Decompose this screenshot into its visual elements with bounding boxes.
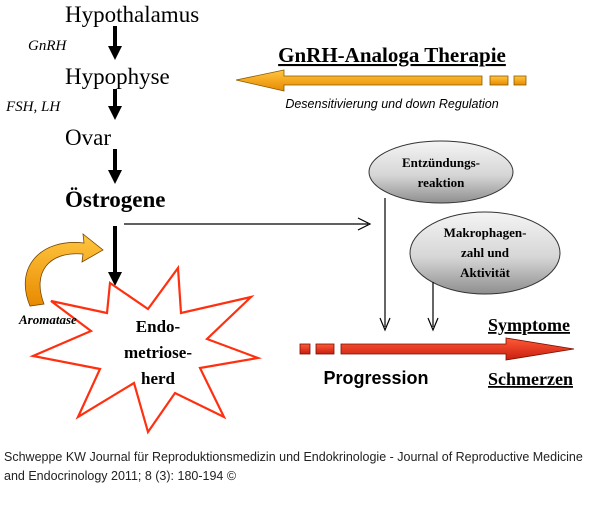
macrophage-label-line3: Aktivität bbox=[460, 265, 511, 280]
cascade-arrow-3 bbox=[108, 149, 122, 184]
ovar-label: Ovar bbox=[65, 125, 111, 150]
pain-label: Schmerzen bbox=[488, 369, 573, 389]
lesion-label-line3: herd bbox=[141, 369, 176, 388]
endometriosis-lesion-star bbox=[29, 264, 263, 435]
progression-label: Progression bbox=[323, 368, 428, 388]
aromatase-label: Aromatase bbox=[18, 312, 77, 327]
oestrogene-effect-arrow bbox=[124, 217, 372, 231]
hypophyse-label: Hypophyse bbox=[65, 64, 170, 89]
gnrh-label: GnRH bbox=[28, 38, 67, 54]
cascade-arrow-4 bbox=[108, 226, 122, 286]
inflammation-bubble bbox=[368, 140, 514, 204]
inflammation-label-line1: Entzündungs- bbox=[402, 155, 480, 170]
macrophage-down-arrow bbox=[427, 282, 439, 332]
inflammation-down-arrow bbox=[379, 198, 391, 332]
endometriosis-pathway-diagram: Hypothalamus GnRH Hypophyse FSH, LH Ovar… bbox=[5, 2, 575, 435]
hypothalamus-label: Hypothalamus bbox=[65, 2, 199, 27]
inflammation-label-line2: reaktion bbox=[418, 175, 465, 190]
aromatase-curved-arrow bbox=[24, 233, 104, 307]
therapy-subtitle: Desensitivierung und down Regulation bbox=[285, 97, 498, 111]
macrophage-bubble bbox=[409, 211, 561, 295]
therapy-title: GnRH-Analoga Therapie bbox=[278, 43, 506, 67]
macrophage-label-line2: zahl und bbox=[461, 245, 510, 260]
lesion-label-line2: metriose- bbox=[124, 343, 192, 362]
fsh-lh-label: FSH, LH bbox=[5, 99, 61, 115]
cascade-arrow-1 bbox=[108, 26, 122, 60]
cascade-arrow-2 bbox=[108, 89, 122, 120]
therapy-arrow bbox=[235, 69, 527, 92]
progression-arrow bbox=[299, 337, 575, 361]
lesion-label-line1: Endo- bbox=[136, 317, 181, 336]
macrophage-label-line1: Makrophagen- bbox=[444, 225, 527, 240]
symptoms-label: Symptome bbox=[488, 315, 570, 335]
oestrogene-label: Östrogene bbox=[65, 187, 166, 212]
figure-caption: Schweppe KW Journal für Reproduktionsmed… bbox=[4, 450, 583, 483]
